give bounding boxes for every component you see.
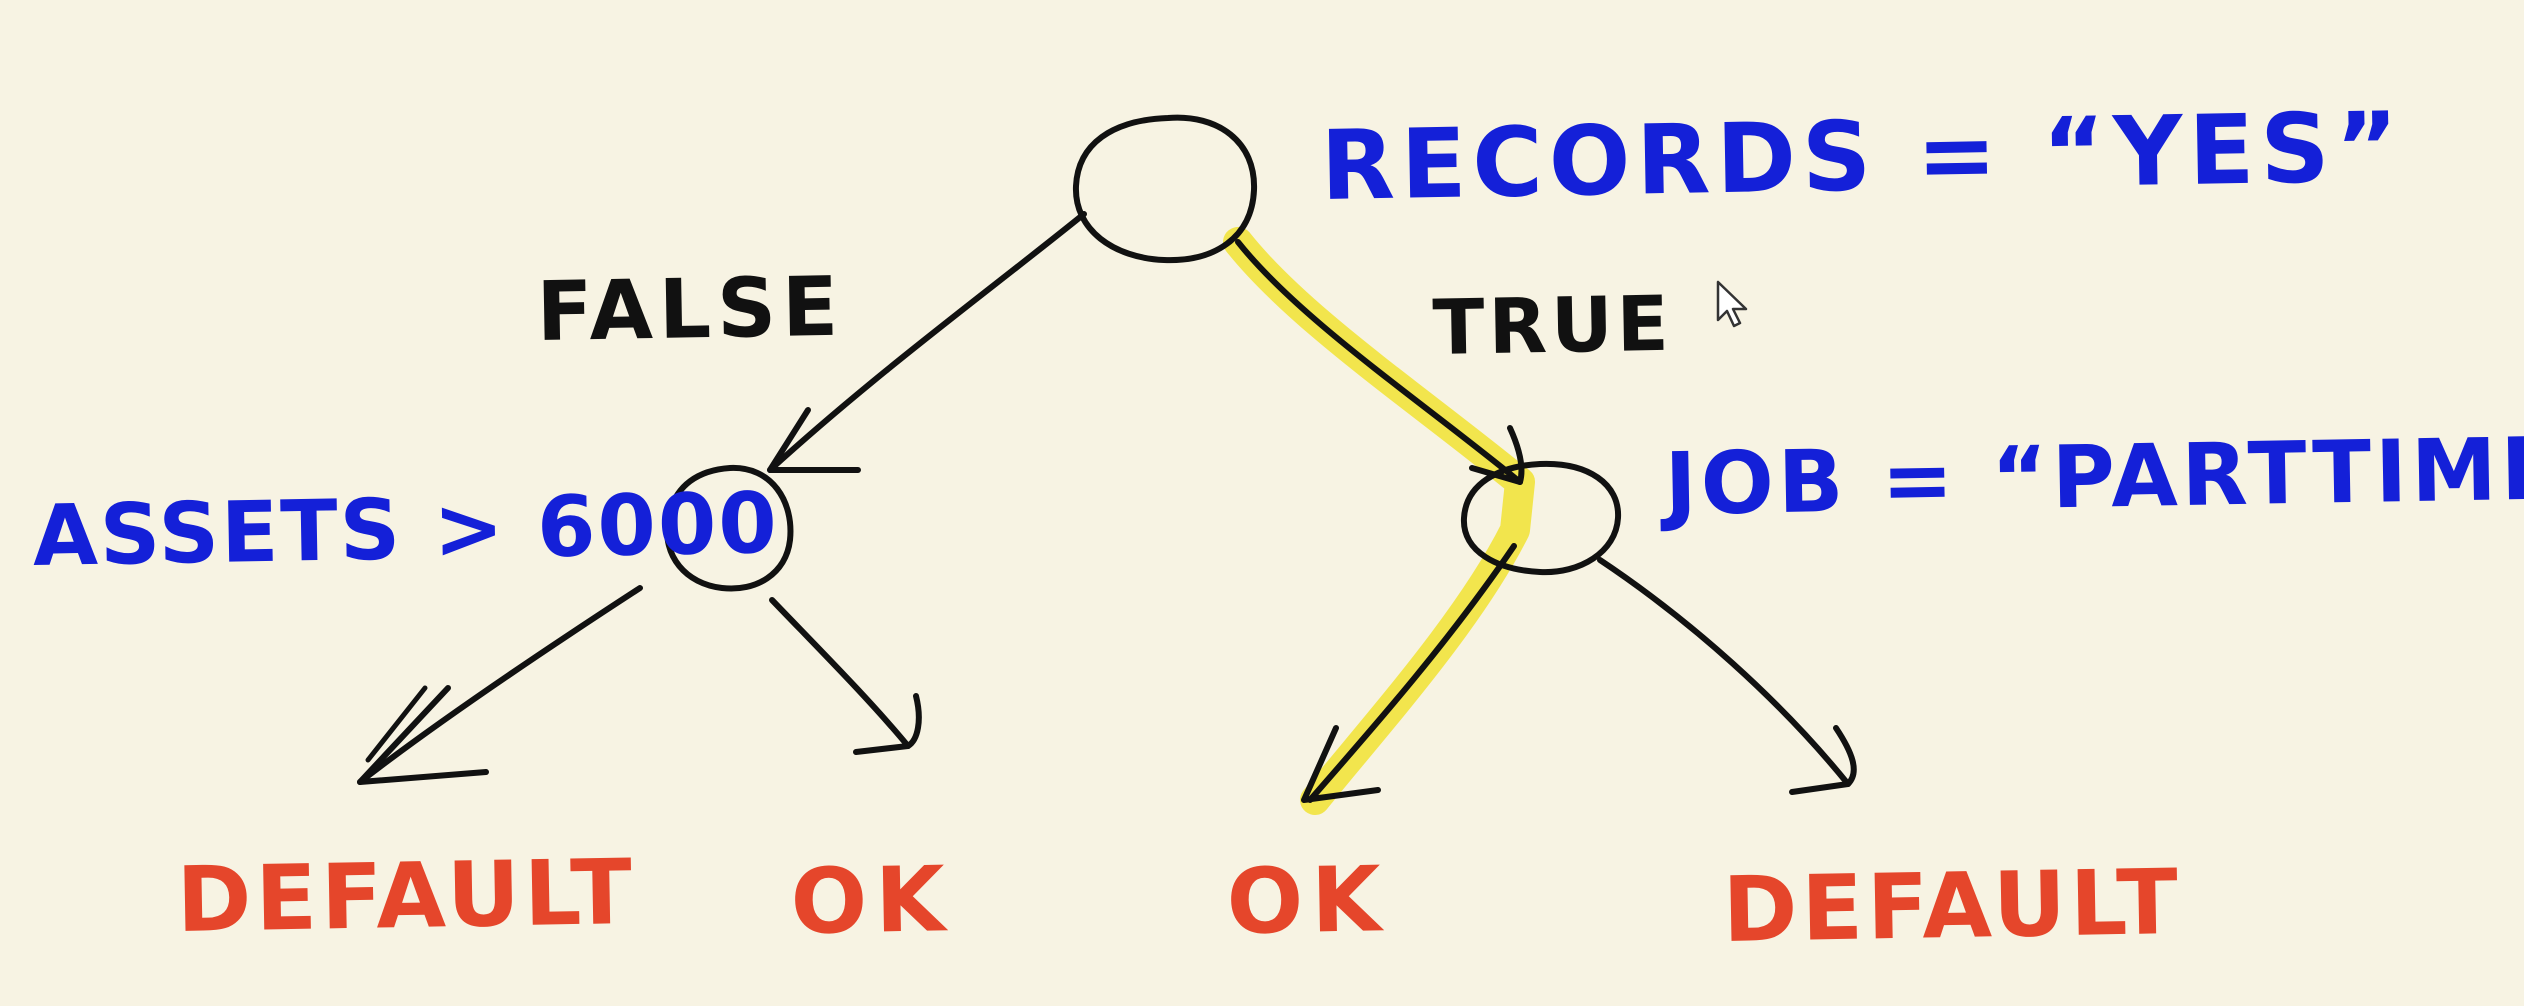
leaf-label-default-2: DEFAULT bbox=[1721, 849, 2183, 963]
false-branch-label: FALSE bbox=[535, 259, 845, 360]
leaf-label-ok-1: OK bbox=[789, 847, 954, 955]
right-condition-label: JOB = “PARTTIME” bbox=[1663, 418, 2524, 535]
edge-left-default bbox=[357, 585, 643, 785]
edge-right-ok-arrowhead bbox=[1301, 725, 1381, 803]
true-branch-label: TRUE bbox=[1431, 278, 1674, 372]
root-condition-label: RECORDS = “YES” bbox=[1319, 91, 2406, 222]
right-node bbox=[1460, 460, 1622, 576]
edge-right-default bbox=[1597, 557, 1851, 787]
edge-left-ok bbox=[769, 597, 911, 749]
edge-left-default-arrowhead-stroke2 bbox=[365, 685, 428, 763]
root-node bbox=[1072, 114, 1258, 264]
edge-false bbox=[767, 211, 1087, 473]
left-node bbox=[664, 464, 794, 592]
edge-right-default-arrowhead bbox=[1789, 725, 1857, 795]
edge-right-ok bbox=[1307, 543, 1517, 803]
leaf-label-default-1: DEFAULT bbox=[175, 839, 637, 953]
edge-true-arrowhead bbox=[1469, 425, 1525, 485]
mouse-pointer-icon bbox=[1716, 280, 1748, 328]
edge-false-arrowhead bbox=[767, 407, 861, 473]
left-condition-label: ASSETS > 6000 bbox=[31, 473, 780, 585]
edge-left-default-arrowhead bbox=[357, 685, 489, 785]
edge-true bbox=[1235, 239, 1523, 485]
leaf-label-ok-2: OK bbox=[1225, 847, 1390, 955]
edge-left-ok-arrowhead bbox=[853, 693, 922, 755]
